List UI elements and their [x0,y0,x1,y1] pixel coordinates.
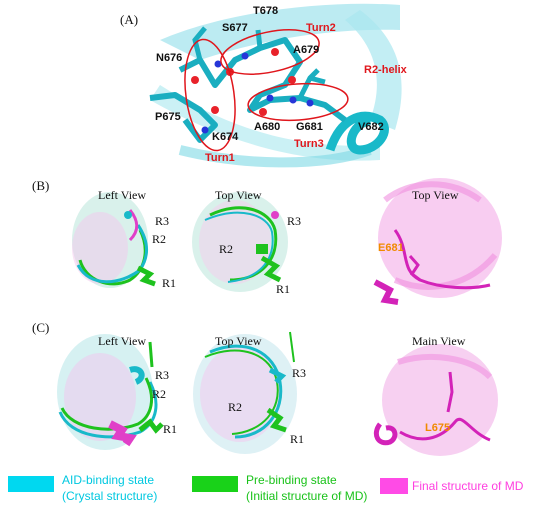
legend-final-line1: Final structure of MD [412,479,524,493]
panel-c: (C) Left View Top View Main View R3 R2 R… [0,312,550,462]
panel-c-label: (C) [32,320,50,335]
residue-a680: A680 [254,121,281,133]
panel-b-left-r2: R2 [152,232,167,246]
panel-b-top-view-2-title: Top View [412,188,459,202]
panel-b-left-r3: R3 [155,214,170,228]
legend-aid-line1: AID-binding state [62,473,155,487]
annotation-turn3: Turn3 [294,138,324,150]
panel-a: (A) T678 S677 Turn2 A679 N676 R2-helix P… [0,0,550,170]
panel-c-top-r3: R3 [292,366,307,380]
panel-c-left-r3: R3 [155,368,170,382]
legend-swatch-pre [192,476,238,492]
legend-pre-line1: Pre-binding state [246,473,337,487]
annotation-turn1: Turn1 [205,152,235,164]
panel-c-left-r2: R2 [152,387,167,401]
annotation-turn2: Turn2 [306,22,336,34]
residue-a679: A679 [293,44,320,56]
residue-s677: S677 [222,22,248,34]
panel-b-left-r1: R1 [162,276,177,290]
panel-c-main-view-title: Main View [412,334,466,348]
panel-b-label: (B) [32,178,50,193]
legend-pre-line2: (Initial structure of MD) [246,489,368,503]
legend-swatch-final [380,478,408,494]
panel-b-top-view-title: Top View [215,188,262,202]
residue-v682: V682 [358,121,384,133]
panel-c-top-r1: R1 [290,432,305,446]
legend: AID-binding state (Crystal structure) Pr… [0,468,550,511]
panel-b-top-r1: R1 [276,282,291,296]
legend-aid-line2: (Crystal structure) [62,489,158,503]
panel-c-top-r2: R2 [228,400,243,414]
legend-item-aid: AID-binding state (Crystal structure) [62,472,157,504]
residue-g681: G681 [296,121,323,133]
legend-swatch-aid [8,476,54,492]
panel-b-structures [72,178,502,305]
panel-b: (B) Left View Top View Top View R3 R2 R1… [0,170,550,310]
panel-b-highlight-residue: E681 [378,242,404,254]
panel-b-top-r3: R3 [287,214,302,228]
panel-a-structure [149,3,402,168]
panel-b-top-r2: R2 [219,242,234,256]
legend-item-final: Final structure of MD [412,478,523,494]
panel-c-left-view-title: Left View [98,334,147,348]
panel-a-label: (A) [120,12,139,27]
panel-b-left-view-title: Left View [98,188,147,202]
panel-c-top-view-title: Top View [215,334,262,348]
panel-c-highlight-residue: L675 [425,422,451,434]
residue-p675: P675 [155,111,181,123]
panel-c-structures [57,331,498,456]
legend-item-pre: Pre-binding state (Initial structure of … [246,472,367,504]
panel-c-left-r1: R1 [163,422,178,436]
annotation-r2-helix: R2-helix [364,64,407,76]
residue-k674: K674 [212,131,239,143]
residue-n676: N676 [156,52,183,64]
residue-t678: T678 [253,5,279,17]
